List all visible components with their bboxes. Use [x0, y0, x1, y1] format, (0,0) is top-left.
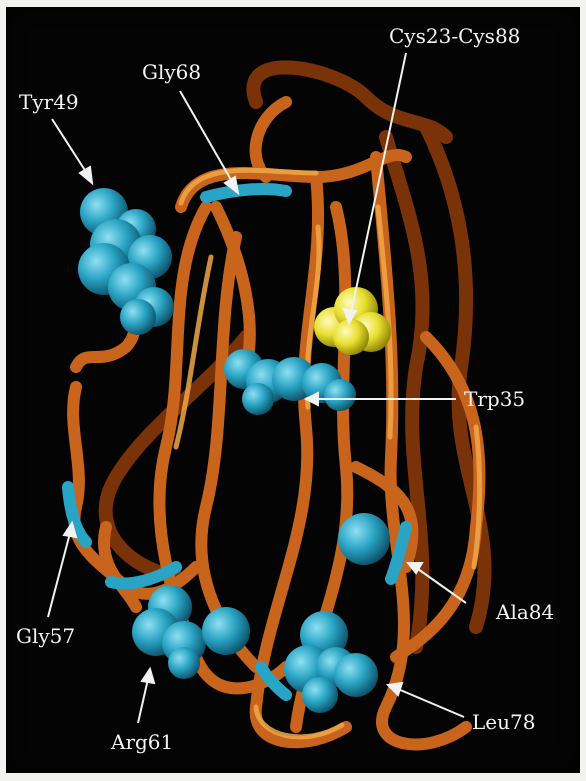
structure-illustration: Tyr49 Gly68 Cys23-Cys88 Trp35 Gly57 Ala8… — [6, 7, 580, 773]
disulfide-spheres — [314, 287, 391, 355]
label-arg61: Arg61 — [110, 730, 173, 754]
label-cys23-cys88: Cys23-Cys88 — [389, 24, 520, 48]
label-trp35: Trp35 — [464, 387, 525, 411]
label-ala84: Ala84 — [495, 600, 554, 624]
label-gly57: Gly57 — [16, 624, 75, 648]
label-gly68: Gly68 — [142, 60, 201, 84]
label-leu78: Leu78 — [472, 710, 535, 734]
protein-ribbon-render: Tyr49 Gly68 Cys23-Cys88 Trp35 Gly57 Ala8… — [6, 7, 580, 773]
label-tyr49: Tyr49 — [19, 90, 79, 114]
